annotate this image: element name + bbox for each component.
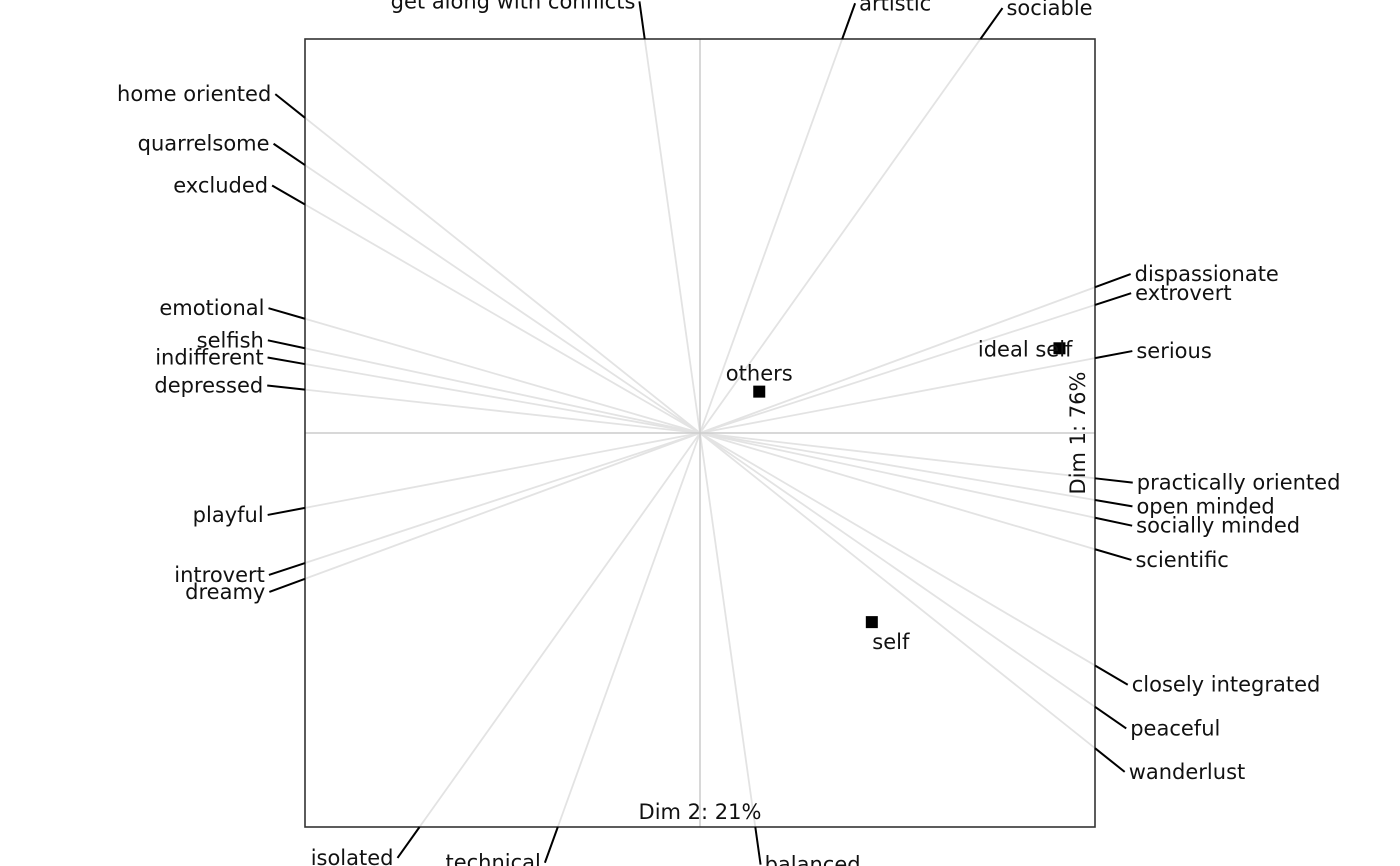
leader-emotional bbox=[268, 307, 306, 320]
leader-quarrelsome bbox=[272, 142, 306, 166]
ray-socially-minded bbox=[699, 432, 1096, 519]
construct-label-sociable: sociable bbox=[1006, 0, 1092, 20]
leader-introvert bbox=[268, 562, 306, 576]
leader-home-oriented bbox=[274, 93, 306, 119]
ray-emotional bbox=[304, 317, 701, 434]
construct-label-practically-oriented: practically oriented bbox=[1137, 471, 1341, 495]
leader-closely-integrated bbox=[1094, 664, 1129, 686]
elements: others ideal self self bbox=[726, 337, 1073, 654]
construct-label-serious: serious bbox=[1136, 339, 1211, 363]
construct-label-introvert: introvert bbox=[174, 563, 265, 587]
leader-depressed bbox=[267, 384, 306, 391]
leader-isolated bbox=[396, 826, 421, 859]
point-ideal-self bbox=[1053, 342, 1066, 355]
construct-rays bbox=[304, 38, 1096, 828]
construct-label-playful: playful bbox=[193, 503, 264, 527]
construct-label-artistic: artistic bbox=[859, 0, 931, 15]
construct-label-indifferent: indifferent bbox=[155, 346, 263, 370]
ray-balanced bbox=[699, 432, 757, 828]
construct-label-closely-integrated: closely integrated bbox=[1132, 673, 1321, 697]
leader-selfish bbox=[267, 339, 306, 350]
leader-dreamy bbox=[269, 577, 306, 593]
construct-label-dispassionate: dispassionate bbox=[1135, 262, 1279, 286]
ray-indifferent bbox=[304, 363, 701, 434]
ray-playful bbox=[304, 432, 701, 509]
leader-sociable bbox=[979, 7, 1004, 40]
leader-dispassionate bbox=[1094, 273, 1131, 289]
ray-quarrelsome bbox=[304, 164, 701, 434]
leader-socially-minded bbox=[1094, 516, 1133, 527]
element-label-self: self bbox=[872, 630, 910, 654]
leader-artistic bbox=[841, 2, 857, 40]
ray-sociable bbox=[699, 38, 982, 434]
element-label-ideal-self: ideal self bbox=[978, 337, 1073, 361]
leader-serious bbox=[1094, 350, 1133, 360]
ray-peaceful bbox=[699, 432, 1096, 708]
ray-get-along-with-conflicts bbox=[643, 38, 701, 434]
leader-technical bbox=[543, 826, 559, 864]
construct-label-excluded: excluded bbox=[173, 173, 268, 197]
construct-label-home-oriented: home oriented bbox=[117, 82, 271, 106]
leader-playful bbox=[267, 506, 306, 516]
construct-label-get-along-with-conflicts: get along with conflicts bbox=[391, 0, 636, 13]
construct-label-dreamy: dreamy bbox=[185, 580, 265, 604]
ray-selfish bbox=[304, 347, 701, 434]
leader-peaceful bbox=[1094, 706, 1127, 730]
construct-label-isolated: isolated bbox=[311, 846, 394, 866]
leader-balanced bbox=[754, 826, 762, 865]
ray-scientific bbox=[699, 432, 1096, 551]
construct-label-balanced: balanced bbox=[765, 853, 861, 866]
dim1-axis-label: Dim 1: 76% bbox=[1066, 372, 1090, 495]
leader-indifferent bbox=[267, 356, 306, 366]
construct-label-open-minded: open minded bbox=[1136, 494, 1274, 518]
ray-extrovert bbox=[699, 304, 1096, 434]
leader-scientific bbox=[1094, 548, 1132, 561]
ray-serious bbox=[699, 357, 1096, 434]
construct-label-emotional: emotional bbox=[159, 296, 264, 320]
leader-practically-oriented bbox=[1094, 477, 1133, 484]
construct-label-socially-minded: socially minded bbox=[1136, 514, 1300, 538]
element-label-others: others bbox=[726, 362, 793, 386]
ray-isolated bbox=[418, 432, 701, 828]
ray-open-minded bbox=[699, 432, 1096, 501]
construct-label-peaceful: peaceful bbox=[1130, 716, 1220, 740]
ray-technical bbox=[556, 432, 701, 828]
leader-open-minded bbox=[1094, 498, 1133, 508]
ray-dispassionate bbox=[699, 286, 1096, 434]
ray-home-oriented bbox=[304, 117, 701, 434]
ray-closely-integrated bbox=[699, 432, 1096, 667]
ray-excluded bbox=[304, 203, 701, 434]
construct-label-quarrelsome: quarrelsome bbox=[138, 132, 270, 156]
ray-introvert bbox=[304, 432, 701, 564]
construct-label-wanderlust: wanderlust bbox=[1129, 760, 1246, 784]
ray-depressed bbox=[304, 388, 701, 434]
construct-label-depressed: depressed bbox=[154, 374, 263, 398]
construct-label-extrovert: extrovert bbox=[1135, 281, 1231, 305]
leader-excluded bbox=[271, 184, 306, 206]
ray-practically-oriented bbox=[699, 432, 1096, 480]
construct-label-technical: technical bbox=[445, 851, 540, 866]
point-others bbox=[753, 385, 766, 398]
construct-labels: get along with conflicts artistic sociable… bbox=[117, 0, 1340, 866]
dim2-axis-label: Dim 2: 21% bbox=[639, 800, 762, 824]
ray-wanderlust bbox=[699, 432, 1096, 749]
construct-label-scientific: scientific bbox=[1135, 548, 1228, 572]
leader-get-along-with-conflicts bbox=[638, 1, 646, 40]
construct-label-selfish: selfish bbox=[197, 328, 264, 352]
leader-wanderlust bbox=[1094, 747, 1126, 773]
plot-frame bbox=[304, 38, 1096, 828]
ray-artistic bbox=[699, 38, 844, 434]
ray-dreamy bbox=[304, 432, 701, 580]
point-self bbox=[865, 616, 878, 629]
leader-extrovert bbox=[1094, 292, 1132, 306]
